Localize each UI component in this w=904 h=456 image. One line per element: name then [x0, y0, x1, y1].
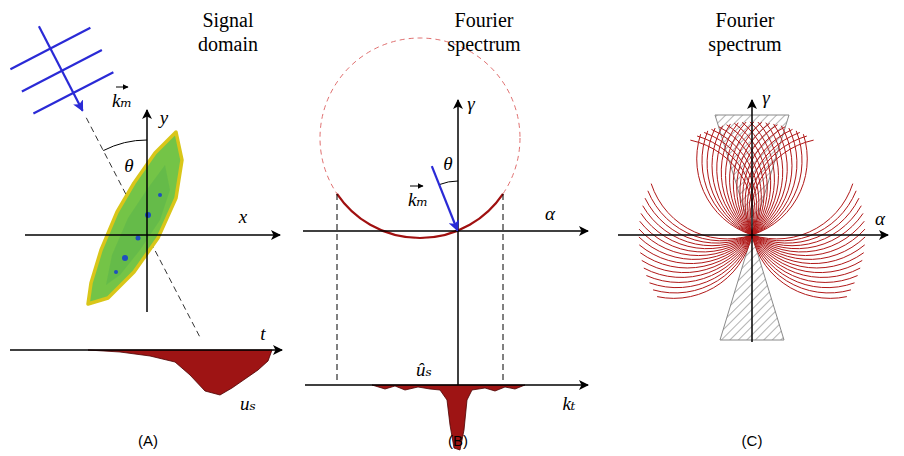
ewald-circle — [320, 38, 520, 238]
cell-spot — [114, 270, 118, 274]
signal-trace — [88, 350, 272, 395]
spectrum-trace — [372, 385, 525, 450]
cell-sample — [88, 132, 182, 304]
panel-heading: Signal domain — [173, 8, 283, 56]
wave-vector — [39, 26, 83, 110]
angle-label: θ — [443, 154, 452, 175]
signal-label: ûₛ — [416, 360, 432, 381]
axis-label: kₜ — [562, 394, 575, 415]
signal-label: uₛ — [240, 394, 256, 415]
alpha-axis — [618, 234, 888, 236]
coverage-arc — [750, 140, 847, 298]
coverage-arc — [747, 132, 854, 287]
angle-arc — [103, 140, 147, 151]
axis-label: α — [545, 204, 555, 225]
angle-arc — [439, 181, 458, 185]
x-axis — [25, 234, 280, 236]
coverage-arc — [649, 132, 756, 287]
vector-label: kₘ — [112, 91, 132, 112]
gamma-axis — [751, 100, 753, 342]
propagation-line — [86, 118, 201, 340]
coverage-arc — [712, 126, 861, 246]
panel-letter: (B) — [448, 433, 468, 450]
panel-a — [10, 26, 282, 395]
panel-b — [303, 38, 588, 450]
axis-label: γ — [467, 94, 475, 115]
vector-label: kₘ — [408, 190, 428, 211]
coverage-arc — [697, 134, 853, 239]
gamma-axis — [457, 100, 459, 386]
cell-shading — [106, 165, 170, 285]
vector-accent — [116, 87, 128, 88]
coverage-arc — [733, 122, 864, 263]
cell-spot — [136, 236, 141, 241]
coverage-arc — [653, 136, 755, 293]
axis-label: γ — [762, 88, 770, 109]
alpha-axis — [303, 230, 588, 232]
panel-c — [618, 100, 888, 342]
axis-label: y — [160, 108, 168, 129]
cell-spot — [122, 255, 128, 261]
projection-line — [503, 194, 504, 384]
coverage-arc — [749, 136, 851, 293]
axis-label: t — [260, 324, 265, 345]
angle-label: θ — [124, 156, 133, 177]
vector-accent — [410, 186, 423, 187]
panel-heading: Fourier spectrum — [690, 8, 800, 56]
projection-line — [337, 194, 338, 384]
panel-letter: (A) — [138, 433, 158, 450]
axis-label: x — [239, 207, 247, 228]
coverage-arc — [639, 122, 770, 263]
t-axis — [10, 349, 282, 351]
coverage-arc — [657, 140, 754, 298]
panel-heading: Fourier spectrum — [429, 8, 539, 56]
coverage-arc — [643, 126, 792, 246]
cell-spot — [145, 212, 151, 218]
kt-axis — [305, 384, 588, 386]
wave-vector — [432, 166, 458, 230]
cell-spot — [158, 193, 162, 197]
axis-label: α — [875, 209, 885, 230]
panel-letter: (C) — [742, 433, 763, 450]
